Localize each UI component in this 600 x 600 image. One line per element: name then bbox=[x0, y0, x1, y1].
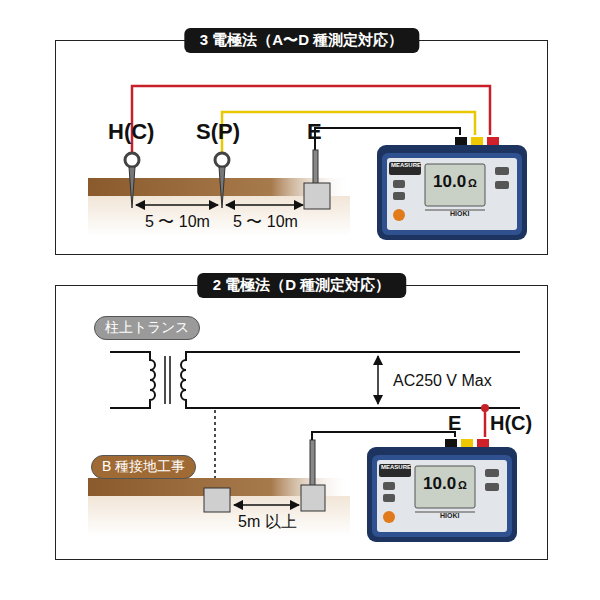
terminal-name: E bbox=[448, 412, 461, 434]
screen-unit: Ω bbox=[468, 177, 477, 189]
brand-mark: HIOKI bbox=[450, 210, 469, 218]
dimension: 5 〜 10m bbox=[145, 213, 210, 231]
button-label: MEASURE bbox=[381, 464, 411, 471]
dimension: 5 〜 10m bbox=[233, 213, 298, 231]
method-panel: 3 電極法（A〜D 種測定対応） bbox=[55, 40, 548, 255]
pill-text: B 種接地工事 bbox=[102, 458, 185, 474]
screen-reading: 10.0 bbox=[433, 173, 466, 192]
brand-mark: HIOKI bbox=[440, 512, 459, 520]
screen-unit: Ω bbox=[458, 479, 467, 491]
terminal-name: H(C) bbox=[108, 120, 154, 144]
panel-title: 3 電極法（A〜D 種測定対応） bbox=[184, 28, 419, 53]
label-pill: B 種接地工事 bbox=[91, 455, 196, 479]
method-panel: 2 電極法（D 種測定対応）柱上トランスB 種接地工事 bbox=[55, 285, 548, 560]
terminal-name: S(P) bbox=[196, 120, 240, 144]
screen-reading: 10.0 bbox=[423, 475, 456, 494]
dimension: 5m 以上 bbox=[238, 513, 297, 531]
button-label: MEASURE bbox=[391, 162, 421, 169]
terminal-name: H(C) bbox=[490, 412, 532, 434]
label-pill: 柱上トランス bbox=[94, 316, 200, 340]
voltage-note: AC250 V Max bbox=[393, 372, 492, 390]
panel-title: 2 電極法（D 種測定対応） bbox=[197, 273, 407, 298]
terminal-name: E bbox=[307, 120, 322, 144]
pill-text: 柱上トランス bbox=[105, 319, 189, 335]
